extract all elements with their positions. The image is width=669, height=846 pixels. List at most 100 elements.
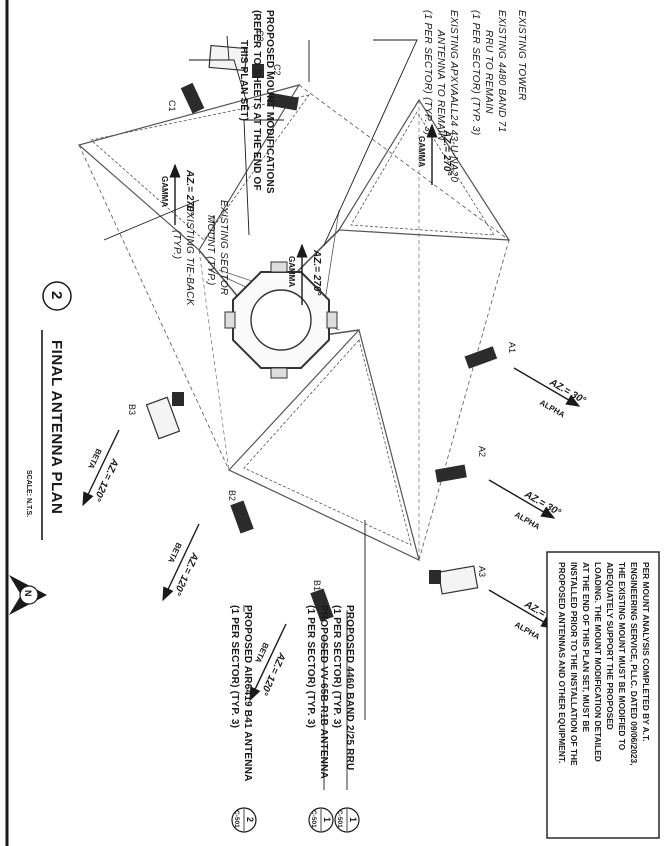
label-mods-line3: THIS PLAN SET): [238, 40, 249, 121]
label-antenna-line2: ANTENNA TO REMAIN: [435, 29, 446, 141]
alpha-name-1: ALPHA: [538, 398, 567, 420]
note-line-7: INSTALLED PRIOR TO THE INSTALLATION OF T…: [569, 562, 579, 766]
label-tie-back-line1: EXISTING TIE-BACK: [184, 205, 195, 307]
label-rru-line3: (1 PER SECTOR) (TYP. 3): [470, 10, 481, 135]
sector-mount-gamma: [77, 84, 301, 251]
antenna-label-b3: B3: [127, 404, 137, 415]
gamma-az-3: AZ.= 270°: [441, 129, 452, 176]
north-arrow: N: [9, 575, 47, 615]
note-line-3: THE EXISTING MOUNT MUST BE MODIFIED TO: [617, 562, 627, 751]
antenna-label-a1: A1: [507, 342, 517, 353]
label-antenna-line3: (1 PER SECTOR) (TYP. 3): [422, 10, 433, 135]
detail-tag-3[interactable]: 2 C-501: [231, 807, 257, 833]
callout-leaders: [103, 35, 418, 790]
label-vv65b-line1: PROPOSED VV-65B-R1B ANTENNA: [318, 605, 329, 779]
label-mods-line2: (REFER TO SHEETS AT THE END OF: [251, 10, 262, 191]
antenna-label-c1: C1: [167, 100, 177, 112]
label-air6419-line1: PROPOSED AIR6419 B41 ANTENNA: [242, 605, 253, 782]
leader-tie-back: [103, 199, 200, 241]
tower-core: [250, 289, 312, 351]
antenna-label-c2: C2: [272, 64, 282, 76]
label-rru-line2: RRU TO REMAIN: [483, 30, 494, 114]
gamma-name-2: GAMMA: [287, 256, 296, 287]
svg-text:C-501: C-501: [233, 810, 240, 828]
antenna-c1-icon: [180, 82, 205, 114]
beta-arrow-1: [82, 429, 120, 507]
rru-a3-icon: [437, 565, 479, 595]
note-line-5: LOADING. THE MOUNT MODIFICATION DETAILED: [593, 562, 603, 762]
alpha-az-2: AZ.= 30°: [522, 489, 564, 519]
antenna-a2-icon: [435, 464, 467, 483]
label-air6419-line2: (1 PER SECTOR) (TYP. 3): [229, 605, 240, 728]
rru-c3-icon: [208, 44, 248, 72]
detail-tags: 1 C-501 1 C-501 2 C-501: [231, 807, 360, 833]
label-rru-2625-line2: (1 PER SECTOR) (TYP. 3): [331, 605, 342, 728]
tie-back: [298, 84, 510, 241]
antenna-b2-icon: [230, 500, 254, 534]
antenna-a1-icon: [464, 346, 498, 369]
title-block: 2 FINAL ANTENNA PLAN SCALE: N.T.S.: [25, 281, 72, 540]
detail-number-circle: [42, 281, 72, 311]
sector-mount-alpha: [337, 98, 511, 241]
gamma-az-2: AZ.= 270°: [311, 249, 322, 296]
beta-arrow-2: [162, 523, 200, 602]
alpha-name-2: ALPHA: [513, 510, 542, 532]
note-line-2: ENGINEERING SERVICE, PLLC. DATED 09/06/2…: [629, 562, 639, 766]
leader-tower: [323, 39, 418, 246]
detail-number: 2: [48, 291, 65, 300]
label-antenna-line1: EXISTING APXVAALL24 43-U-NA20: [448, 10, 459, 182]
alpha-arrow-3: [488, 589, 556, 629]
label-rru-2625-line1: PROPOSED 4460 BAND 2/25 RRU: [344, 605, 355, 770]
label-vv65b-line2: (1 PER SECTOR) (TYP. 3): [305, 605, 316, 728]
svg-text:1: 1: [322, 817, 332, 822]
antenna-label-b1: B1: [312, 580, 322, 591]
antenna-b1-icon: [310, 588, 334, 622]
label-tie-back-line2: (TYP.): [171, 230, 182, 259]
detail-tag-1[interactable]: 1 C-501: [334, 807, 360, 833]
antennas: C1 C2 C3 A1 A2 A3 B1: [127, 30, 517, 622]
note-line-6: AT THE END OF THIS PLAN SET, MUST BE: [581, 562, 591, 733]
alpha-arrow-1: [513, 367, 581, 407]
north-letter: N: [23, 590, 33, 597]
alpha-name-3: ALPHA: [513, 620, 542, 642]
right-callouts: PROPOSED 4460 BAND 2/25 RRU (1 PER SECTO…: [229, 605, 355, 782]
detail-tag-2[interactable]: 1 C-501: [308, 807, 334, 833]
gamma-name-3: GAMMA: [417, 136, 426, 167]
leader-rru: [189, 59, 250, 111]
svg-text:1: 1: [348, 817, 358, 822]
scale-label: SCALE: N.T.S.: [25, 470, 32, 517]
label-existing-tower: EXISTING TOWER: [516, 10, 527, 101]
note-line-4: ADEQUATELY SUPPORT THE PROPOSED: [605, 562, 615, 730]
alpha-arrow-2: [488, 479, 556, 519]
svg-text:2: 2: [245, 817, 255, 822]
beta-arrow-3: [249, 623, 287, 702]
svg-text:C-501: C-501: [336, 810, 343, 828]
plan-title: FINAL ANTENNA PLAN: [48, 340, 65, 514]
antenna-c2-icon: [267, 92, 299, 111]
sector-mount-beta: [228, 328, 420, 562]
note-box: PER MOUNT ANALYSIS COMPLETED BY A.T. ENG…: [546, 551, 660, 839]
gamma-az-1: AZ.= 270°: [184, 169, 195, 216]
label-sector-mount-line1: EXISTING SECTOR: [218, 200, 229, 295]
svg-text:C-501: C-501: [310, 810, 317, 828]
note-border: [546, 551, 660, 839]
rru-b3-icon: [145, 396, 181, 440]
note-line-1: PER MOUNT ANALYSIS COMPLETED BY A.T.: [641, 562, 651, 741]
antenna-label-a2: A2: [477, 446, 487, 457]
leader-mods: [243, 119, 284, 236]
label-rru-line1: EXISTING 4480 BAND 71: [496, 10, 507, 132]
gamma-name-1: GAMMA: [160, 176, 169, 207]
antenna-label-a3: A3: [477, 566, 487, 577]
label-mods-line1: PROPOSED MOUNT MODIFICATIONS: [264, 10, 275, 194]
label-sector-mount-line2: MOUNT (TYP.): [205, 215, 216, 286]
antenna-label-c3: C3: [255, 30, 265, 42]
tower-structure: [77, 84, 511, 562]
note-line-8: PROPOSED ANTENNAS AND OTHER EQUIPMENT.: [557, 562, 567, 763]
alpha-az-1: AZ.= 30°: [547, 377, 589, 407]
azimuth-arrows: [82, 123, 581, 702]
antenna-label-b2: B2: [227, 490, 237, 501]
left-callouts: EXISTING TOWER EXISTING 4480 BAND 71 RRU…: [171, 10, 527, 307]
